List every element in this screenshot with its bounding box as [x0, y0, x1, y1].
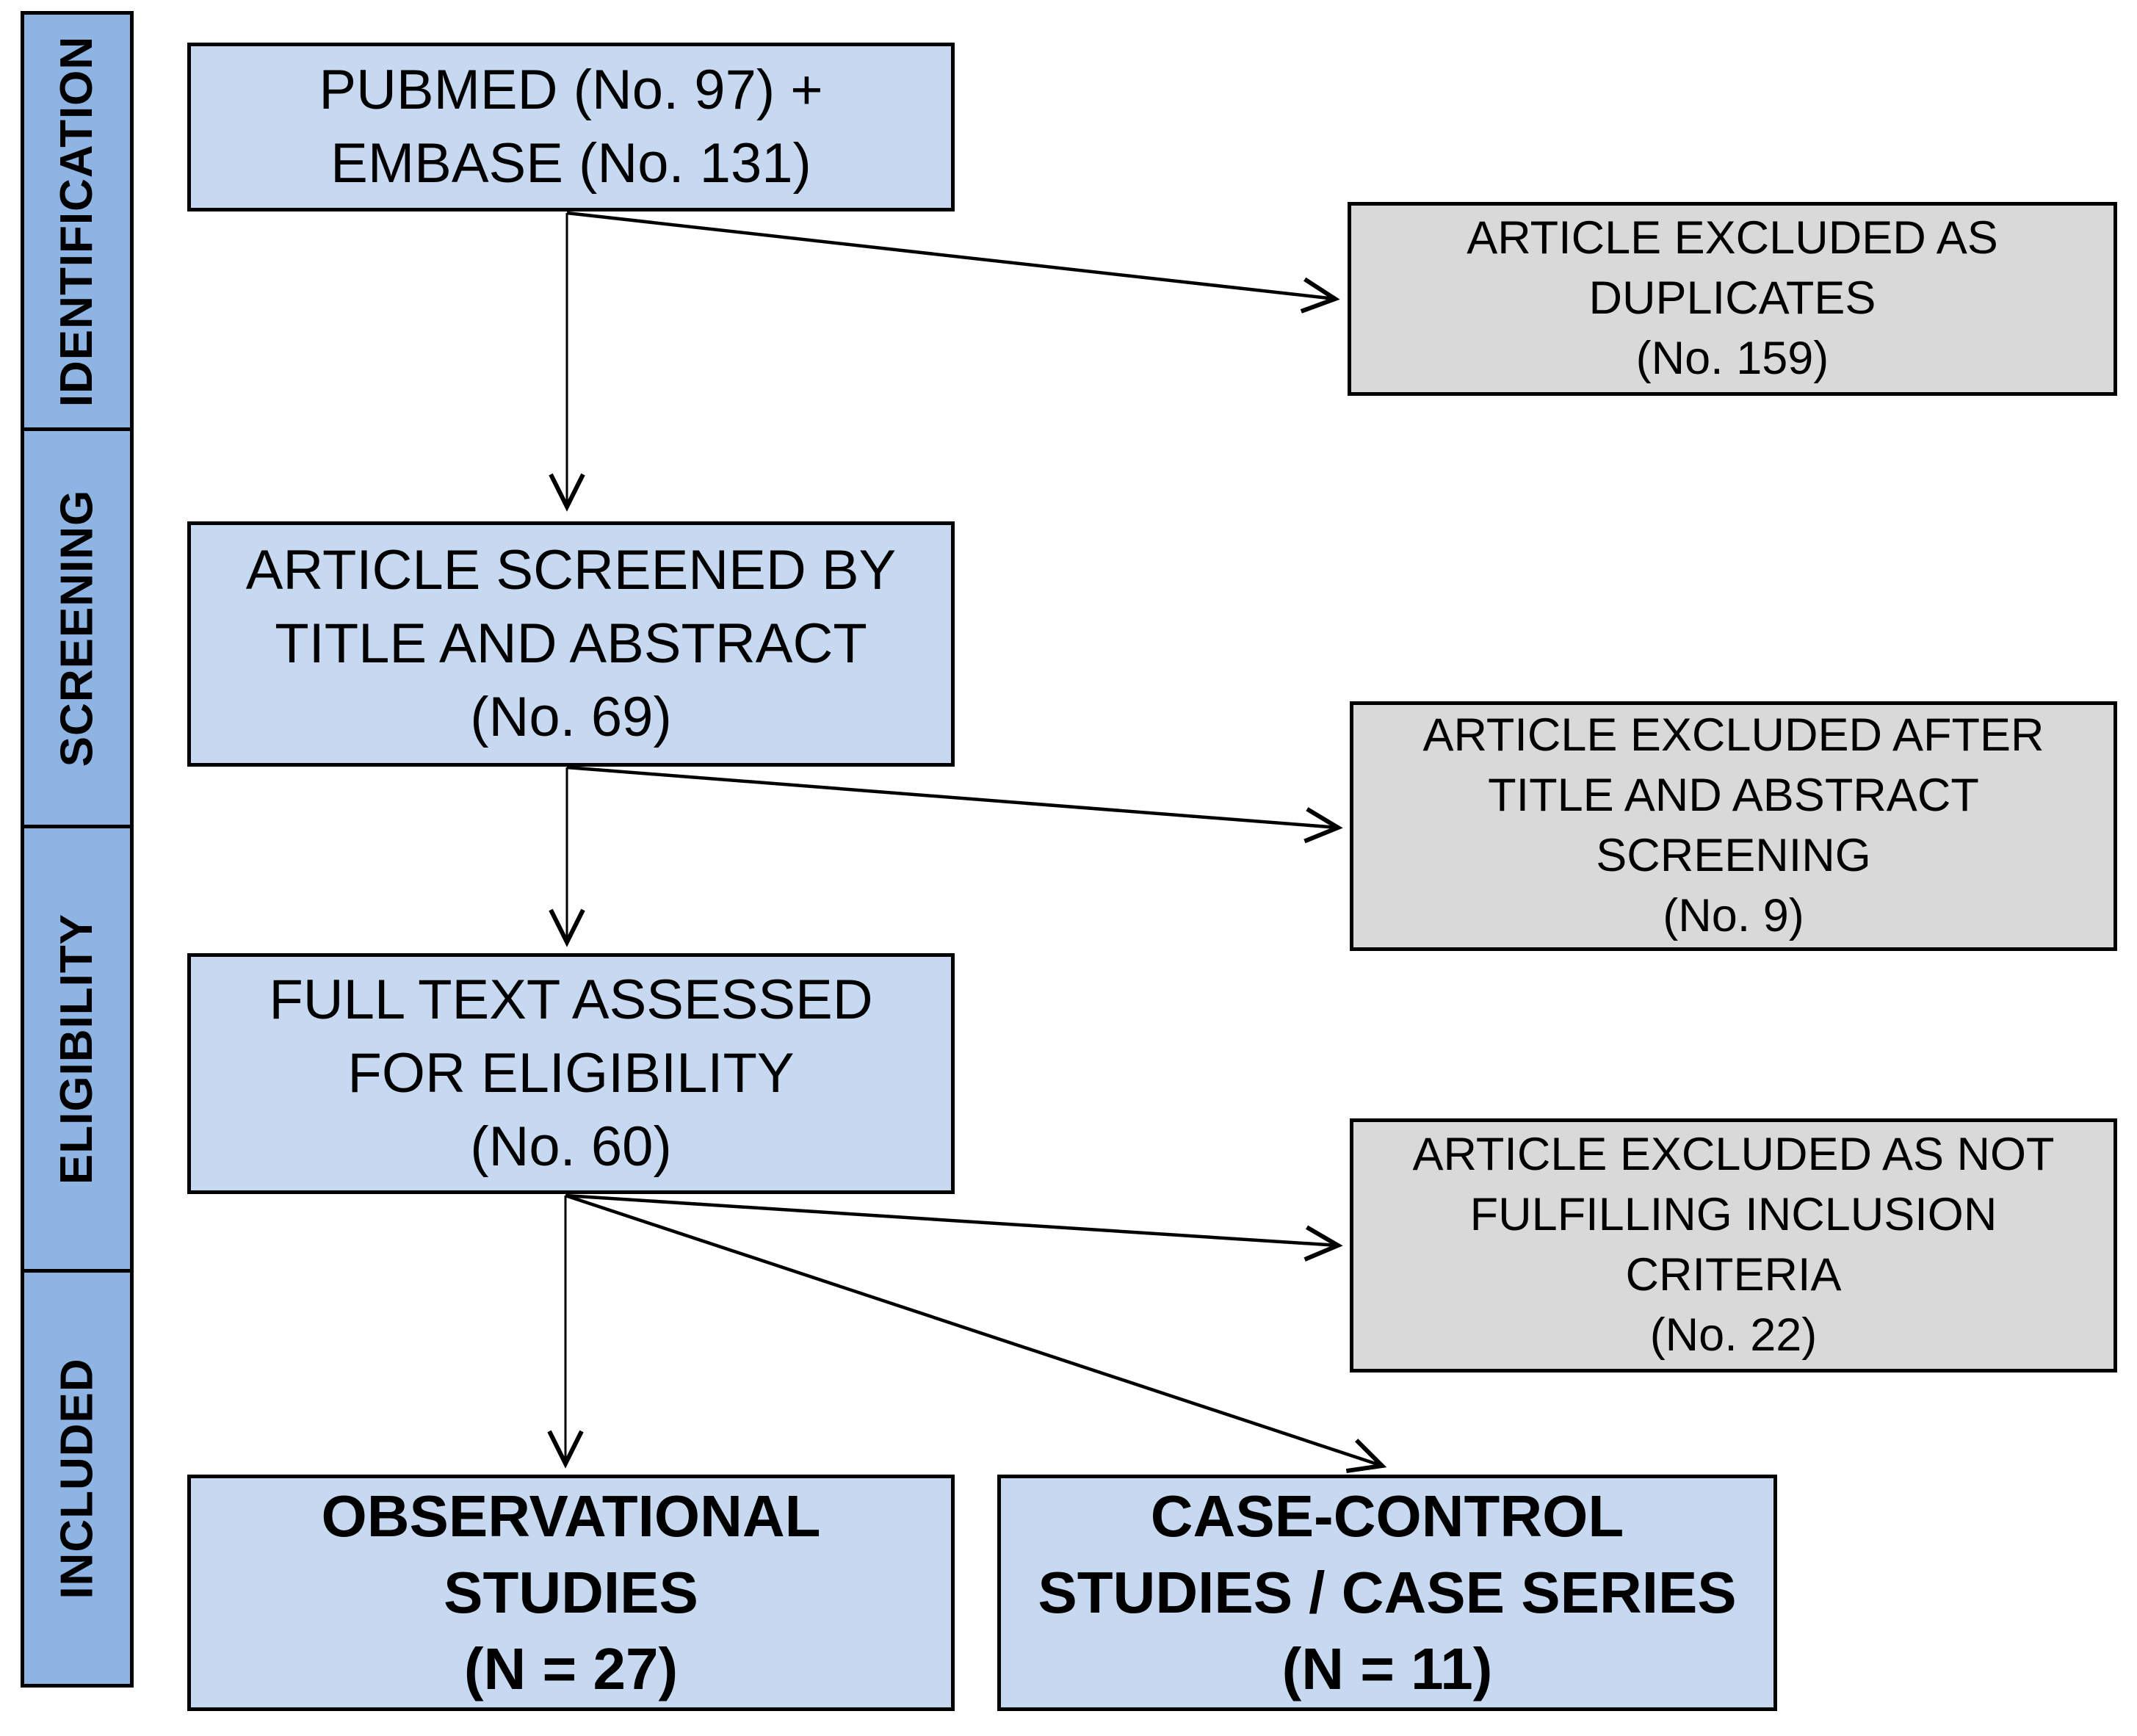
arrow-fulltext-to-excluded-criteria [565, 1193, 1343, 1262]
stage-eligibility-label: ELIGIBILITY [51, 913, 103, 1185]
stage-eligibility: ELIGIBILITY [21, 825, 134, 1273]
stage-included: INCLUDED [21, 1269, 134, 1688]
flow-box-fulltext: FULL TEXT ASSESSED FOR ELIGIBILITY (No. … [187, 953, 955, 1194]
stage-screening: SCREENING [21, 427, 134, 828]
flow-box-casecontrol: CASE-CONTROL STUDIES / CASE SERIES (N = … [997, 1475, 1777, 1711]
stage-identification: IDENTIFICATION [21, 11, 134, 431]
arrow-fulltext-to-casecontrol [565, 1193, 1387, 1474]
stage-identification-label: IDENTIFICATION [51, 35, 103, 407]
arrow-sources-to-duplicates [566, 211, 1340, 314]
flow-box-observational: OBSERVATIONAL STUDIES (N = 27) [187, 1475, 955, 1711]
flow-box-screened: ARTICLE SCREENED BY TITLE AND ABSTRACT (… [187, 521, 955, 767]
exclusion-box-duplicates: ARTICLE EXCLUDED AS DUPLICATES (No. 159) [1348, 202, 2117, 396]
exclusion-box-title-abstract: ARTICLE EXCLUDED AFTER TITLE AND ABSTRAC… [1350, 701, 2117, 951]
flow-box-sources: PUBMED (No. 97) + EMBASE (No. 131) [187, 43, 955, 211]
stage-screening-label: SCREENING [51, 489, 103, 767]
stage-included-label: INCLUDED [51, 1357, 103, 1599]
arrow-screened-to-excluded-screening [566, 765, 1343, 844]
exclusion-box-criteria: ARTICLE EXCLUDED AS NOT FULFILLING INCLU… [1350, 1118, 2117, 1372]
